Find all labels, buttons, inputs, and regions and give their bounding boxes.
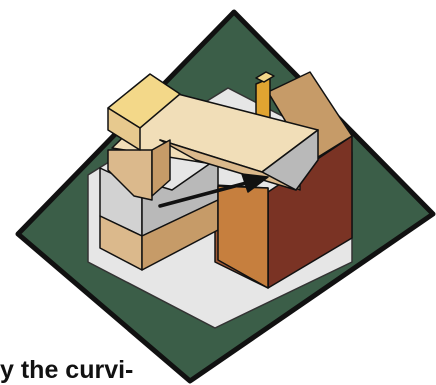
caption-text: y the curvi- (0, 356, 133, 385)
